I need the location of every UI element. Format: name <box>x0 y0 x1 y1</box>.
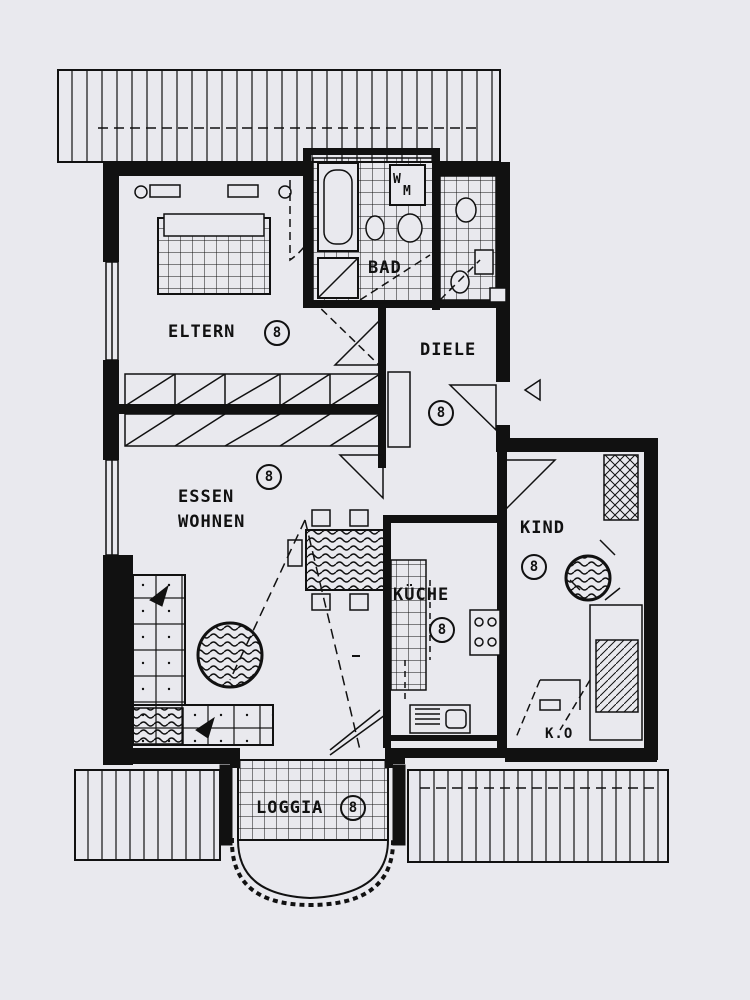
door-swings <box>311 299 557 512</box>
loggia-door-swing <box>329 714 386 756</box>
round-table <box>196 621 264 689</box>
room-marker-eltern: 8 <box>264 320 290 346</box>
room-label-kueche: KÜCHE <box>393 585 450 605</box>
dining-table <box>287 509 385 611</box>
room-label-loggia: LOGGIA <box>256 798 324 818</box>
wm-letter-m: M <box>403 184 412 199</box>
corner-sofa <box>132 574 274 746</box>
bottom-left-terrace <box>74 769 221 861</box>
room-label-wohnen: WOHNEN <box>178 512 246 532</box>
room-label-bad: BAD <box>368 258 402 278</box>
room-marker-diele: 8 <box>428 400 454 426</box>
window-openings <box>105 261 119 556</box>
eltern-door-swing <box>289 180 313 262</box>
room-label-diele: DIELE <box>420 340 477 360</box>
kind-round-table <box>564 554 612 602</box>
kind-furniture <box>514 454 643 741</box>
room-marker-essen-wohnen: 8 <box>256 464 282 490</box>
loggia <box>219 759 406 908</box>
room-label-essen: ESSEN <box>178 487 235 507</box>
bathroom-fixtures <box>312 157 436 304</box>
wardrobe <box>124 373 381 447</box>
sofa-guide <box>329 709 381 751</box>
bottom-right-terrace <box>407 769 669 863</box>
room-label-kind: KIND <box>520 518 565 538</box>
room-marker-kueche: 8 <box>429 617 455 643</box>
kind-extra-label: K.O <box>545 726 574 742</box>
kitchen-counter <box>390 559 501 734</box>
outer-walls <box>103 148 658 768</box>
wm-letter-w: W <box>393 172 402 187</box>
room-label-eltern: ELTERN <box>168 322 236 342</box>
interior-walls <box>118 162 507 750</box>
room-marker-loggia: 8 <box>340 795 366 821</box>
wc-fixtures <box>439 175 507 303</box>
double-bed <box>134 184 292 295</box>
room-marker-kind: 8 <box>521 554 547 580</box>
